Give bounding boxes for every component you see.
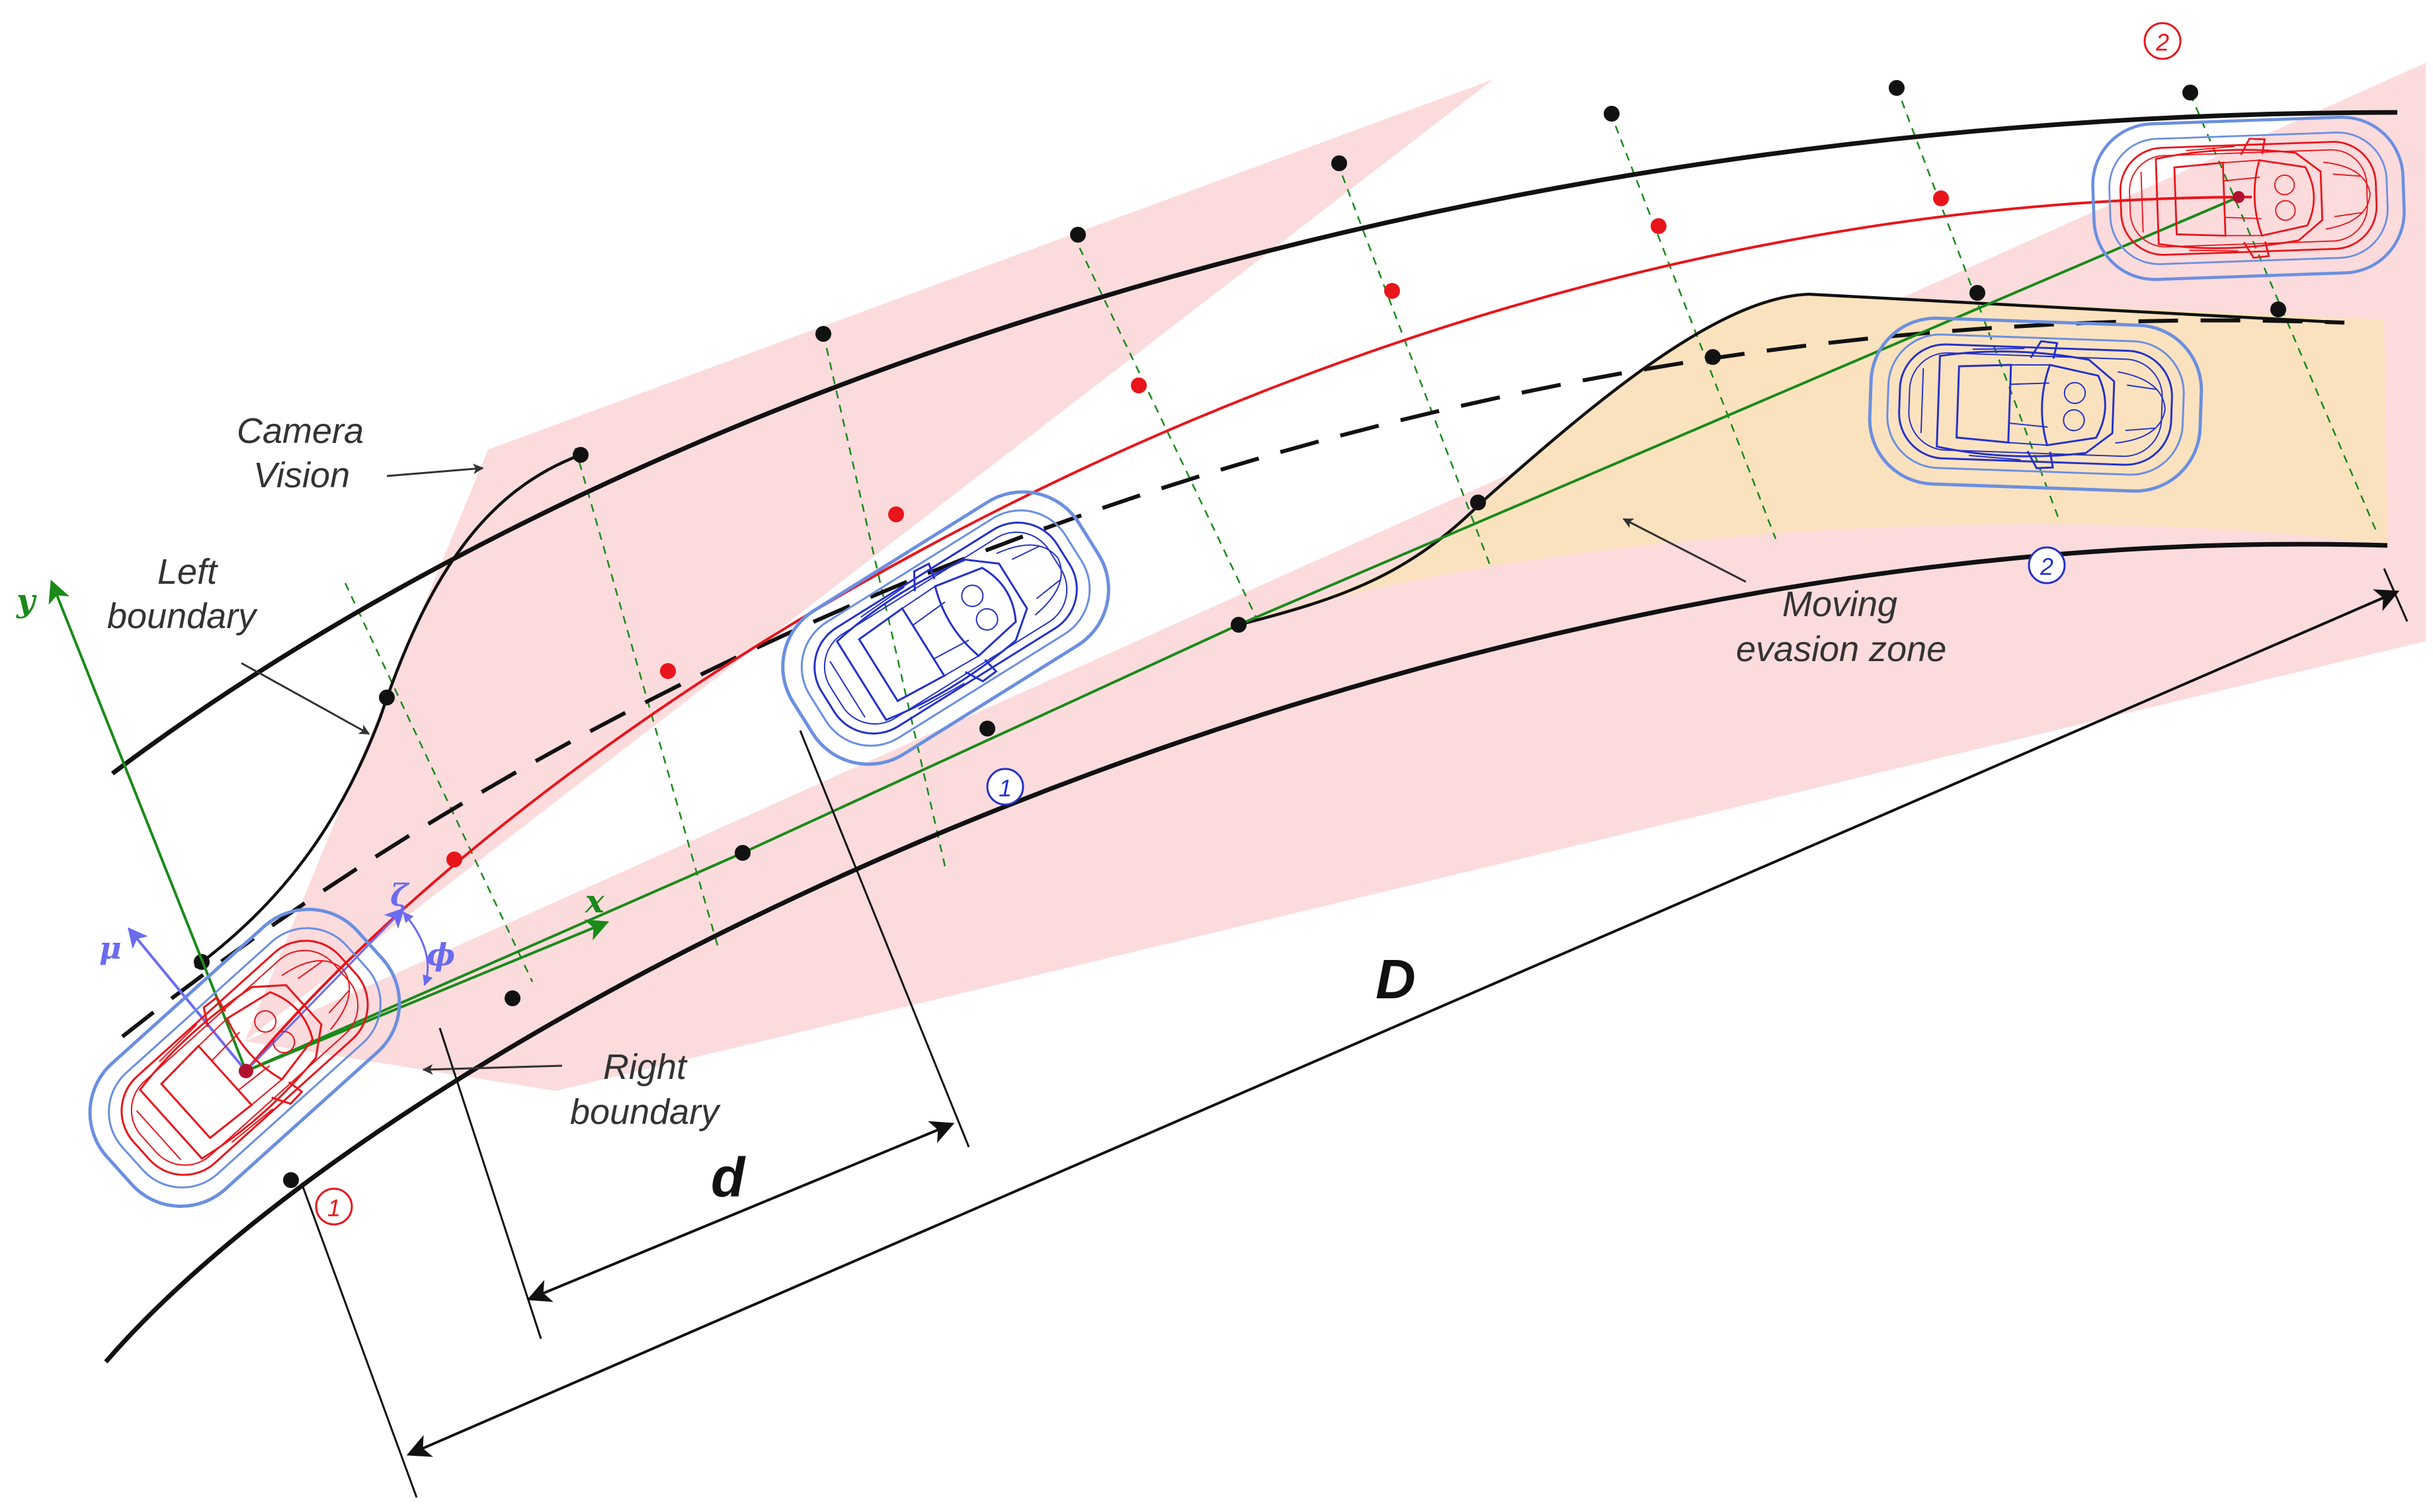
svg-text:Camera Vision: Camera Vision <box>237 411 374 495</box>
svg-text:2: 2 <box>2155 29 2169 56</box>
obstacle-vehicle-2 <box>1868 316 2204 493</box>
left-boundary <box>194 453 581 969</box>
phi-label: ϕ <box>427 937 455 973</box>
ego-vehicle-goal <box>2091 115 2406 282</box>
x-axis-label: x <box>585 883 605 920</box>
zeta-label: ζ <box>390 877 410 913</box>
marker-ego-start: 1 <box>315 1187 353 1226</box>
svg-text:2: 2 <box>2040 553 2053 580</box>
D-label: D <box>1376 948 1416 1010</box>
evasion-zone-label-1: Moving <box>1782 584 1897 624</box>
right-boundary-label-2: boundary <box>570 1092 721 1132</box>
y-axis-label: y <box>16 582 37 619</box>
ego-vehicle-start <box>88 907 401 1209</box>
dimension-lines <box>302 568 2409 1498</box>
left-boundary-label-2: boundary <box>107 596 258 636</box>
left-boundary-label-1: Left <box>157 552 218 592</box>
D-dimension-arrow <box>406 589 2400 1457</box>
camera-vision-label-1: Camera <box>237 411 364 451</box>
svg-text:1: 1 <box>327 1195 341 1222</box>
marker-ego-goal: 2 <box>2143 22 2182 60</box>
right-boundary-label-1: Right <box>603 1047 688 1087</box>
camera-vision-label-2: Vision <box>253 456 350 495</box>
svg-text:Right boundary: Right boundary <box>570 1047 721 1132</box>
svg-text:1: 1 <box>999 775 1012 802</box>
mu-label: μ <box>99 930 122 966</box>
evasion-zone-label-2: evasion zone <box>1736 629 1946 669</box>
road-centerline <box>121 318 2345 1039</box>
marker-obstacle-1: 1 <box>986 768 1024 806</box>
leader-lines <box>241 463 1747 1075</box>
marker-obstacle-2: 2 <box>2028 546 2066 584</box>
svg-text:Left boundary: Left boundary <box>107 552 258 636</box>
d-label: d <box>711 1146 746 1209</box>
left-road-edge <box>110 110 2398 776</box>
svg-text:Moving evasion zone: Moving evasion zone <box>1736 584 1946 669</box>
